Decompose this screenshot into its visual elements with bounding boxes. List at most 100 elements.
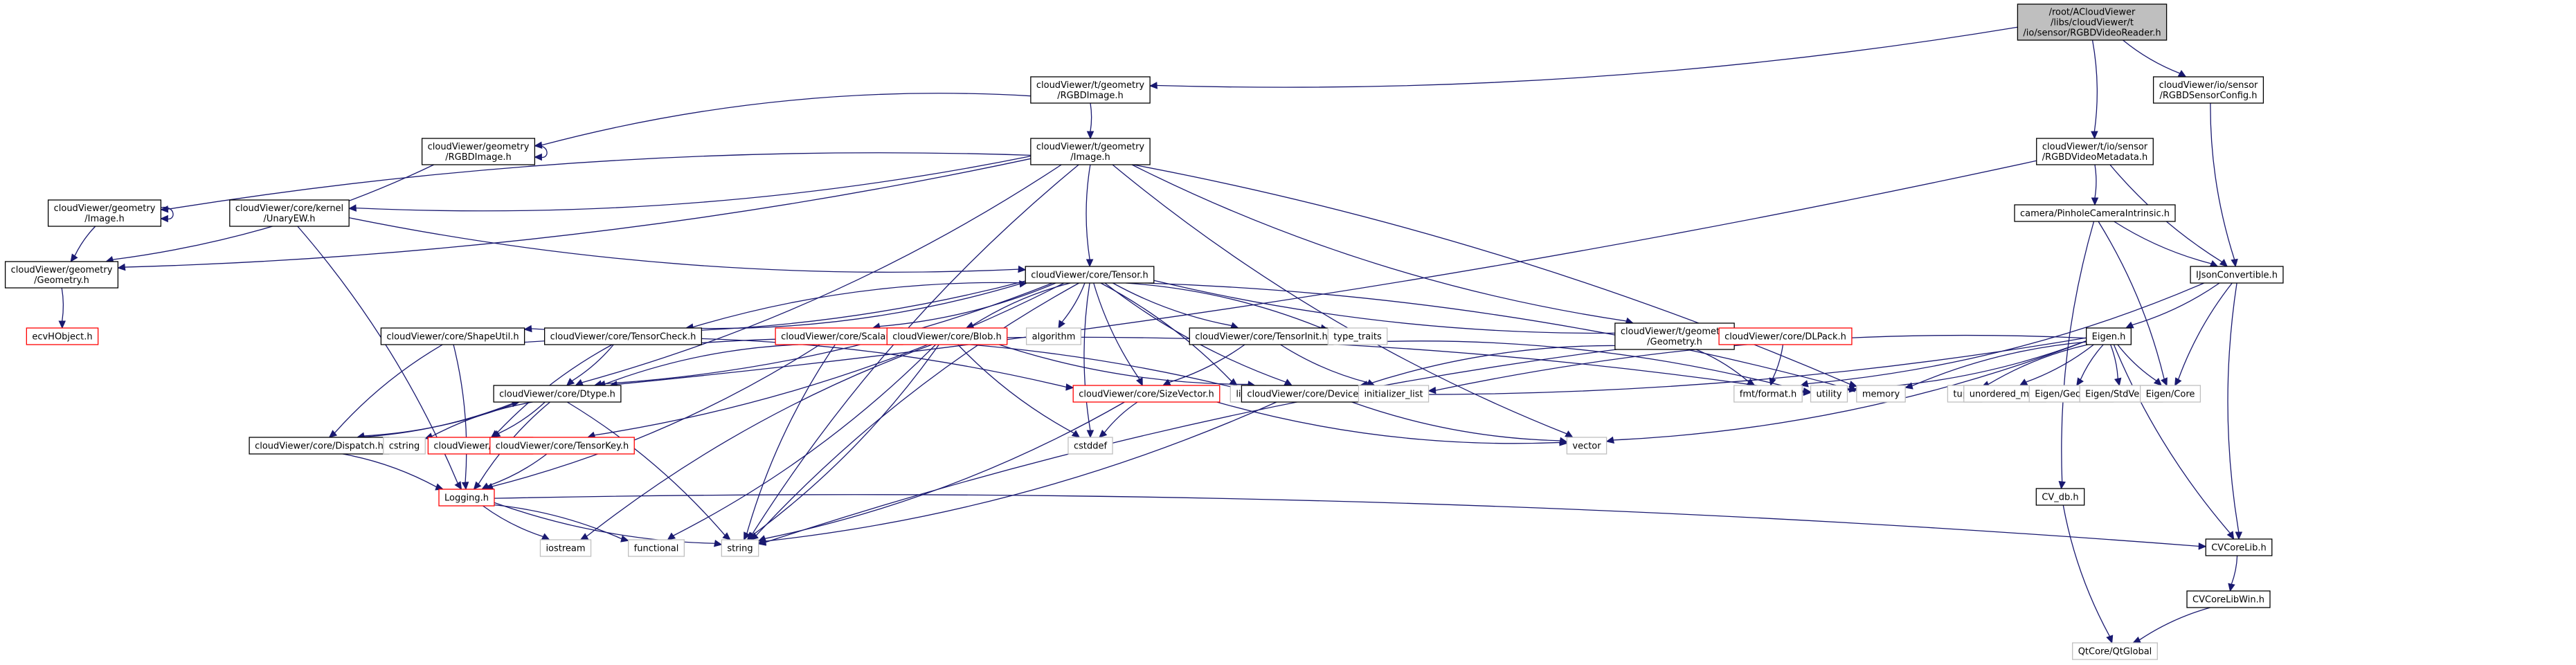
edge-rgbdsensorconfig-to-ijson bbox=[2210, 102, 2238, 268]
edge-geo-rgbdimage-to-geo-rgbdimage bbox=[534, 145, 548, 161]
edge-line bbox=[1083, 282, 1091, 431]
edge-line bbox=[764, 401, 1125, 539]
node-rgbdvideometadata[interactable]: cloudViewer/t/io/sensor/RGBDVideoMetadat… bbox=[2036, 138, 2154, 165]
node-box bbox=[2086, 327, 2132, 345]
node-label: /RGBDSensorConfig.h bbox=[2159, 91, 2257, 101]
edge-line bbox=[1988, 344, 2089, 385]
node-unaryew[interactable]: cloudViewer/core/kernel/UnaryEW.h bbox=[229, 199, 350, 227]
node-label: /RGBDVideoMetadata.h bbox=[2042, 152, 2148, 163]
edge-line bbox=[2062, 504, 2110, 637]
node-device[interactable]: cloudViewer/core/Device.h bbox=[1241, 385, 1373, 403]
node-tensorkey[interactable]: cloudViewer/core/TensorKey.h bbox=[489, 437, 635, 455]
node-label: cloudViewer/geometry bbox=[54, 203, 156, 214]
edge-line bbox=[2094, 164, 2097, 199]
node-box bbox=[1327, 327, 1388, 345]
node-label: cloudViewer/core/Blob.h bbox=[892, 332, 1001, 343]
node-label: vector bbox=[1572, 441, 1601, 452]
node-pinhole[interactable]: camera/PinholeCameraIntrinsic.h bbox=[2014, 204, 2176, 222]
edge-dispatch-to-logging bbox=[342, 453, 444, 491]
node-box bbox=[775, 327, 903, 345]
arrowhead-icon bbox=[1058, 320, 1065, 329]
node-box bbox=[380, 327, 525, 345]
node-box bbox=[26, 327, 99, 345]
arrowhead-icon bbox=[534, 153, 542, 161]
node-label: /UnaryEW.h bbox=[263, 214, 315, 224]
node-ecvhobject[interactable]: ecvHObject.h bbox=[26, 327, 99, 345]
edge-tensor-to-string bbox=[750, 282, 1079, 540]
node-label: Eigen/StdVector bbox=[2085, 390, 2157, 400]
edge-device-to-string bbox=[757, 401, 1277, 545]
node-label: cstring bbox=[389, 441, 420, 452]
node-t-geometry[interactable]: cloudViewer/t/geometry/Geometry.h bbox=[1614, 322, 1735, 350]
arrowhead-icon bbox=[1904, 382, 1913, 390]
edge-t-image-to-tensor bbox=[1086, 164, 1094, 268]
node-cvcorelibwin[interactable]: CVCoreLibWin.h bbox=[2186, 590, 2271, 608]
edge-geo-image-to-geo-image bbox=[160, 207, 174, 223]
edge-eigen-to-tuple bbox=[1981, 344, 2089, 388]
node-shapeutil[interactable]: cloudViewer/core/ShapeUtil.h bbox=[380, 327, 525, 345]
edge-rgbdvideometadata-to-pinhole bbox=[2091, 164, 2099, 206]
edge-tensorinit-to-sizevector bbox=[1162, 344, 1245, 386]
edge-line bbox=[765, 349, 1617, 543]
node-dtype[interactable]: cloudViewer/core/Dtype.h bbox=[493, 385, 622, 403]
edge-line bbox=[74, 226, 96, 257]
node-tensorinit[interactable]: cloudViewer/core/TensorInit.h bbox=[1189, 327, 1334, 345]
node-label: cloudViewer/t/geometry bbox=[1621, 327, 1729, 337]
edge-tensorcheck-to-device bbox=[701, 338, 1243, 392]
edge-line bbox=[483, 505, 543, 538]
node-cvcorelib[interactable]: CVCoreLib.h bbox=[2205, 538, 2273, 556]
node-box bbox=[1856, 385, 1906, 403]
node-dlpack[interactable]: cloudViewer/core/DLPack.h bbox=[1718, 327, 1853, 345]
node-sizevector[interactable]: cloudViewer/core/SizeVector.h bbox=[1072, 385, 1221, 403]
node-label: cloudViewer/io/sensor bbox=[2159, 80, 2258, 91]
node-logging[interactable]: Logging.h bbox=[438, 489, 495, 507]
node-box bbox=[229, 199, 350, 227]
node-dispatch[interactable]: cloudViewer/core/Dispatch.h bbox=[249, 437, 390, 455]
node-box bbox=[489, 437, 635, 455]
node-label: camera/PinholeCameraIntrinsic.h bbox=[2020, 209, 2170, 219]
node-t-image[interactable]: cloudViewer/t/geometry/Image.h bbox=[1030, 138, 1151, 165]
edge-line bbox=[1093, 282, 1140, 380]
arrowhead-icon bbox=[2219, 259, 2228, 267]
edge-t-geometry-to-device bbox=[1359, 345, 1615, 388]
arrowhead-icon bbox=[1605, 436, 1614, 444]
edge-line bbox=[1772, 344, 1784, 379]
node-blob[interactable]: cloudViewer/core/Blob.h bbox=[886, 327, 1008, 345]
node-tensor[interactable]: cloudViewer/core/Tensor.h bbox=[1025, 266, 1155, 284]
node-label: CV_db.h bbox=[2042, 493, 2078, 503]
node-geo-rgbdimage[interactable]: cloudViewer/geometry/RGBDImage.h bbox=[421, 138, 536, 165]
edge-line bbox=[342, 453, 437, 488]
node-vector: vector bbox=[1566, 437, 1607, 455]
edge-line bbox=[571, 344, 614, 381]
edge-eigen-to-utility bbox=[1846, 340, 2087, 392]
node-box bbox=[2017, 3, 2168, 41]
node-label: CVCoreLib.h bbox=[2211, 543, 2267, 554]
node-scalar[interactable]: cloudViewer/core/Scalar.h bbox=[775, 327, 903, 345]
edge-eigen-to-vector bbox=[1605, 340, 2087, 444]
edge-blob-to-functional bbox=[667, 344, 936, 540]
node-label: algorithm bbox=[1032, 332, 1076, 343]
node-t-rgbdimage[interactable]: cloudViewer/t/geometry/RGBDImage.h bbox=[1030, 76, 1151, 104]
edge-logging-to-cvcorelib bbox=[494, 494, 2207, 550]
node-geo-image[interactable]: cloudViewer/geometry/Image.h bbox=[47, 199, 162, 227]
arrowhead-icon bbox=[1427, 386, 1436, 394]
node-eigen[interactable]: Eigen.h bbox=[2086, 327, 2132, 345]
node-rgbdsensorconfig[interactable]: cloudViewer/io/sensor/RGBDSensorConfig.h bbox=[2152, 76, 2264, 104]
edge-line bbox=[1144, 282, 1850, 390]
edge-line bbox=[494, 502, 715, 544]
edge-line bbox=[1367, 345, 1615, 385]
node-ijson[interactable]: IJsonConvertible.h bbox=[2190, 266, 2284, 284]
edge-line bbox=[692, 282, 1027, 328]
edge-shapeutil-to-dispatch bbox=[328, 344, 443, 438]
arrowhead-icon bbox=[2091, 131, 2098, 140]
node-geo-geometry[interactable]: cloudViewer/geometry/Geometry.h bbox=[4, 261, 119, 289]
edge-t-image-to-unaryew bbox=[348, 155, 1031, 212]
node-label: unordered_map bbox=[1970, 390, 2041, 400]
edge-line bbox=[582, 164, 1062, 383]
edge-t-geometry-to-string bbox=[757, 349, 1617, 546]
node-tensorcheck[interactable]: cloudViewer/core/TensorCheck.h bbox=[543, 327, 703, 345]
edge-tensor-to-sizevector bbox=[1093, 282, 1143, 387]
node-label: cloudViewer/core/Dispatch.h bbox=[255, 441, 384, 452]
edge-logging-to-functional bbox=[494, 504, 629, 543]
node-cv-db[interactable]: CV_db.h bbox=[2035, 488, 2085, 506]
